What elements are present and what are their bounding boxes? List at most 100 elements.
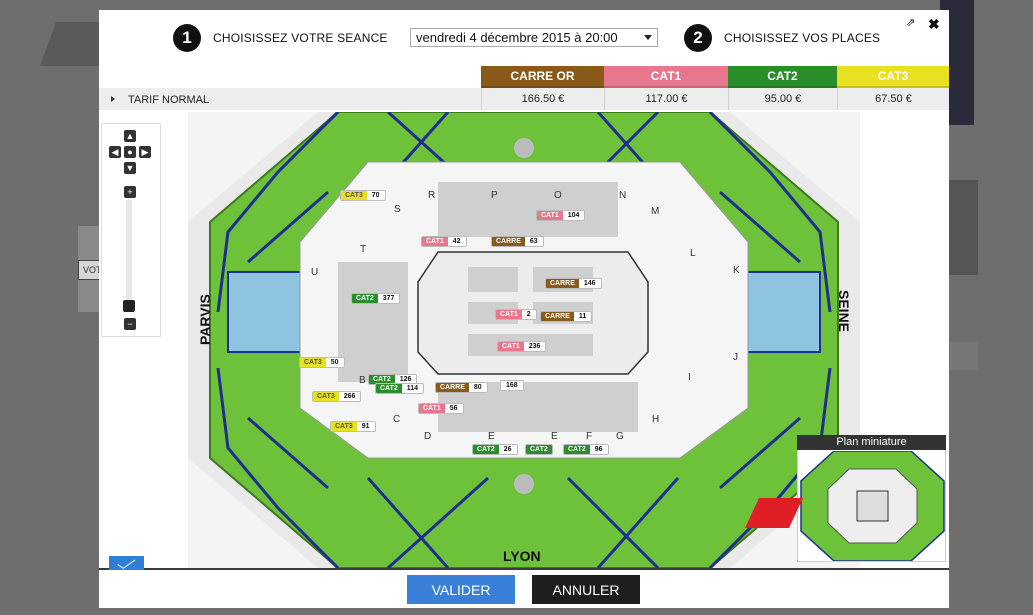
- section-label[interactable]: CAT3 91: [330, 421, 376, 432]
- step-2-number: 2: [684, 24, 712, 52]
- category-header-cat2: CAT2: [728, 66, 837, 88]
- price-cat3: 67.50 €: [837, 88, 949, 110]
- close-icon[interactable]: ✖: [928, 16, 940, 32]
- step-1-label: CHOISISSEZ VOTRE SEANCE: [213, 31, 388, 45]
- background-right-panel: [948, 180, 978, 275]
- minimap-title: Plan miniature: [797, 435, 946, 450]
- row-letter: O: [554, 190, 562, 201]
- external-link-icon[interactable]: ⇗: [906, 17, 916, 29]
- step-1: 1 CHOISISSEZ VOTRE SEANCE: [173, 24, 388, 52]
- section-category: CARRE: [436, 383, 469, 392]
- mail-icon[interactable]: [109, 556, 144, 570]
- section-label[interactable]: CAT2 96: [563, 444, 609, 455]
- section-label[interactable]: CAT1 42: [421, 236, 467, 247]
- pan-up-button[interactable]: ▲: [124, 130, 136, 142]
- section-seat-count: 56: [449, 405, 458, 412]
- section-seat-count: 70: [371, 192, 380, 199]
- category-header-cat1: CAT1: [604, 66, 728, 88]
- background-field: VOT: [78, 260, 102, 280]
- row-letter: T: [360, 244, 367, 255]
- section-label[interactable]: 168: [500, 380, 524, 391]
- section-category: CAT3: [313, 392, 339, 401]
- pillar-top: [514, 138, 534, 158]
- row-letter: G: [616, 431, 624, 442]
- section-label[interactable]: CAT1 104: [536, 210, 586, 221]
- section-category: CAT1: [537, 211, 563, 220]
- section-label[interactable]: CAT3 50: [299, 357, 345, 368]
- row-letter: E: [488, 431, 495, 442]
- price-cat2: 95.00 €: [728, 88, 837, 110]
- pillar-bottom: [514, 474, 534, 494]
- section-category: CARRE: [541, 312, 574, 321]
- section-seat-count: 104: [567, 212, 580, 219]
- arena-drawing: [188, 112, 860, 568]
- category-header-carre-or: CARRE OR: [481, 66, 604, 88]
- row-letter: K: [733, 265, 740, 276]
- section-category: CAT3: [300, 358, 326, 367]
- seat-map[interactable]: [188, 112, 860, 568]
- section-category: CAT3: [341, 191, 367, 200]
- row-letter: E: [551, 431, 558, 442]
- side-label-parvis: PARVIS: [197, 294, 213, 345]
- footer-divider: [99, 568, 949, 570]
- pan-down-button[interactable]: ▼: [124, 162, 136, 174]
- pan-right-button[interactable]: ▶: [139, 146, 151, 158]
- section-seat-count: 114: [406, 385, 419, 392]
- row-letter: C: [393, 414, 401, 425]
- zoom-slider-track[interactable]: [126, 200, 132, 312]
- section-seat-count: 96: [594, 446, 603, 453]
- row-letter: M: [651, 206, 660, 217]
- section-seat-count: 168: [506, 382, 518, 389]
- section-seat-count: 80: [473, 384, 482, 391]
- chevron-down-icon: [644, 35, 652, 40]
- section-label[interactable]: CAT2 26: [472, 444, 518, 455]
- row-letter: P: [491, 190, 498, 201]
- section-label[interactable]: CAT3 70: [340, 190, 386, 201]
- section-seat-count: 91: [361, 423, 370, 430]
- row-letter: S: [394, 204, 401, 215]
- cancel-button[interactable]: ANNULER: [532, 575, 640, 604]
- step-2-label: CHOISISSEZ VOS PLACES: [724, 31, 881, 45]
- tarif-row[interactable]: [99, 88, 949, 110]
- minimap[interactable]: [797, 435, 946, 562]
- row-letter: R: [428, 190, 436, 201]
- section-category: CAT1: [496, 310, 522, 319]
- validate-button[interactable]: VALIDER: [407, 575, 515, 604]
- section-label[interactable]: CAT2: [525, 444, 553, 455]
- section-label[interactable]: CAT2 114: [375, 383, 425, 394]
- section-seat-count: 50: [330, 359, 339, 366]
- section-category: CAT2: [369, 375, 395, 384]
- section-category: CAT3: [331, 422, 357, 431]
- section-label[interactable]: CARRE 11: [540, 311, 593, 322]
- zoom-out-button[interactable]: −: [124, 318, 136, 330]
- zoom-slider-handle[interactable]: [123, 300, 135, 312]
- row-letter: J: [733, 352, 738, 363]
- session-select[interactable]: vendredi 4 décembre 2015 à 20:00: [410, 28, 658, 47]
- row-letter: N: [619, 190, 627, 201]
- section-category: CARRE: [546, 279, 579, 288]
- section-category: CAT2: [564, 445, 590, 454]
- pan-left-button[interactable]: ◀: [109, 146, 121, 158]
- section-category: CAT2: [376, 384, 402, 393]
- section-seat-count: 42: [452, 238, 461, 245]
- zoom-in-button[interactable]: +: [124, 186, 136, 198]
- price-carre-or: 166.50 €: [481, 88, 604, 110]
- section-seat-count: 11: [578, 313, 587, 320]
- section-seat-count: 377: [382, 295, 395, 302]
- section-category: CAT2: [526, 445, 552, 454]
- section-seat-count: 26: [503, 446, 512, 453]
- category-header-cat3: CAT3: [837, 66, 949, 88]
- expand-arrow-icon[interactable]: [111, 96, 115, 102]
- tarif-label: TARIF NORMAL: [128, 94, 210, 106]
- section-category: CAT2: [473, 445, 499, 454]
- pan-center-button[interactable]: ●: [124, 146, 136, 158]
- section-category: CAT1: [422, 237, 448, 246]
- section-label[interactable]: CARRE 80: [435, 382, 488, 393]
